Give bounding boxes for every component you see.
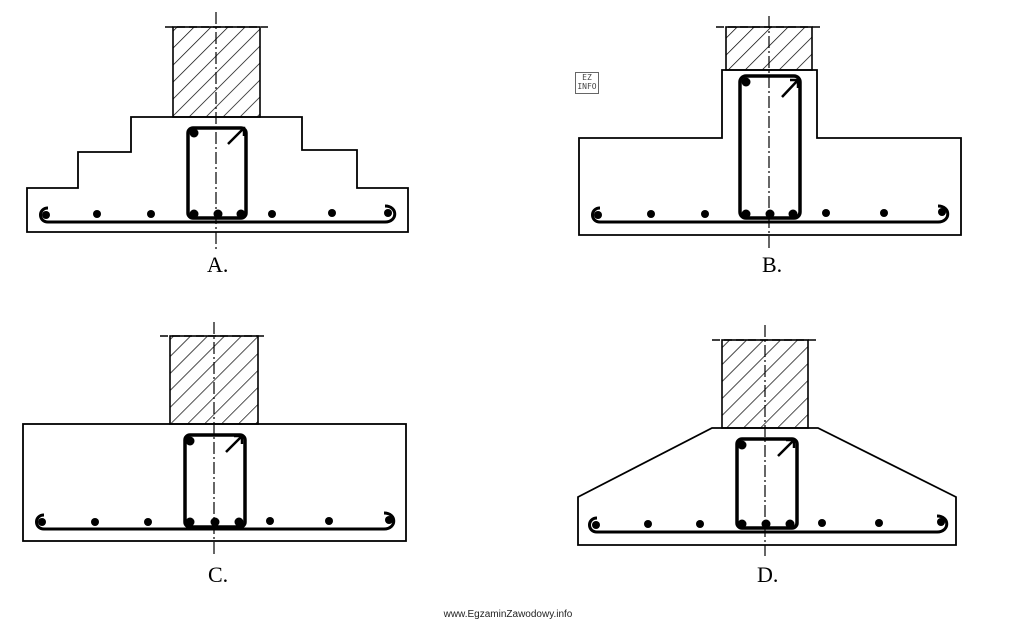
bar-dot bbox=[696, 520, 704, 528]
bar-dot bbox=[880, 209, 888, 217]
footer-url: www.EgzaminZawodowy.info bbox=[443, 609, 573, 620]
bar-dot bbox=[785, 519, 795, 529]
bar-dot bbox=[189, 209, 199, 219]
bars-c bbox=[38, 436, 393, 527]
stirrup-c bbox=[183, 433, 247, 529]
bar-dot bbox=[644, 520, 652, 528]
footing-b bbox=[578, 16, 962, 248]
bar-dot bbox=[741, 77, 751, 87]
bar-dot bbox=[93, 210, 101, 218]
label-d: D. bbox=[757, 562, 779, 587]
bar-dot bbox=[38, 518, 46, 526]
bar-dot bbox=[144, 518, 152, 526]
bars-a bbox=[42, 128, 392, 219]
stirrup-hook-c bbox=[225, 434, 244, 453]
bar-dot bbox=[761, 519, 771, 529]
bar-dot bbox=[938, 208, 946, 216]
bar-dot bbox=[384, 209, 392, 217]
bar-dot bbox=[737, 519, 747, 529]
bar-dot bbox=[210, 517, 220, 527]
bar-dot bbox=[818, 519, 826, 527]
bar-dot bbox=[788, 209, 798, 219]
footing-d-outline bbox=[577, 427, 957, 546]
stirrup-hook-d bbox=[777, 438, 796, 457]
bar-dot bbox=[328, 209, 336, 217]
bar-dot bbox=[822, 209, 830, 217]
label-b: B. bbox=[762, 252, 783, 277]
bar-dot bbox=[592, 521, 600, 529]
label-c: C. bbox=[208, 562, 229, 587]
bar-dot bbox=[213, 209, 223, 219]
stirrup-a bbox=[186, 126, 248, 220]
bar-dot bbox=[875, 519, 883, 527]
bar-dot bbox=[91, 518, 99, 526]
bar-dot bbox=[937, 518, 945, 526]
bar-dot bbox=[42, 211, 50, 219]
bar-dot bbox=[701, 210, 709, 218]
bar-dot bbox=[189, 128, 199, 138]
bar-dot bbox=[594, 211, 602, 219]
footing-a-outline bbox=[26, 116, 409, 233]
bars-b bbox=[594, 77, 946, 219]
bar-dot bbox=[234, 517, 244, 527]
watermark-logo: EZ INFO bbox=[575, 72, 599, 94]
bar-dot bbox=[147, 210, 155, 218]
bar-dot bbox=[266, 517, 274, 525]
bar-dot bbox=[236, 209, 246, 219]
bar-dot bbox=[765, 209, 775, 219]
bars-d bbox=[592, 440, 945, 529]
bar-dot bbox=[647, 210, 655, 218]
stirrup-b bbox=[738, 74, 802, 220]
bottom-bar-d bbox=[588, 514, 949, 534]
stirrup-hook-b bbox=[781, 78, 800, 98]
footing-a bbox=[26, 12, 409, 250]
bar-dot bbox=[268, 210, 276, 218]
label-a: A. bbox=[207, 252, 229, 277]
footing-d bbox=[577, 325, 957, 556]
bar-dot bbox=[737, 440, 747, 450]
bar-dot bbox=[385, 516, 393, 524]
stirrup-hook-a bbox=[227, 126, 246, 145]
bar-dot bbox=[741, 209, 751, 219]
bar-dot bbox=[325, 517, 333, 525]
stirrup-d bbox=[735, 437, 799, 530]
footing-c bbox=[22, 322, 407, 556]
footing-b-outline bbox=[578, 69, 962, 236]
bar-dot bbox=[185, 517, 195, 527]
bar-dot bbox=[185, 436, 195, 446]
